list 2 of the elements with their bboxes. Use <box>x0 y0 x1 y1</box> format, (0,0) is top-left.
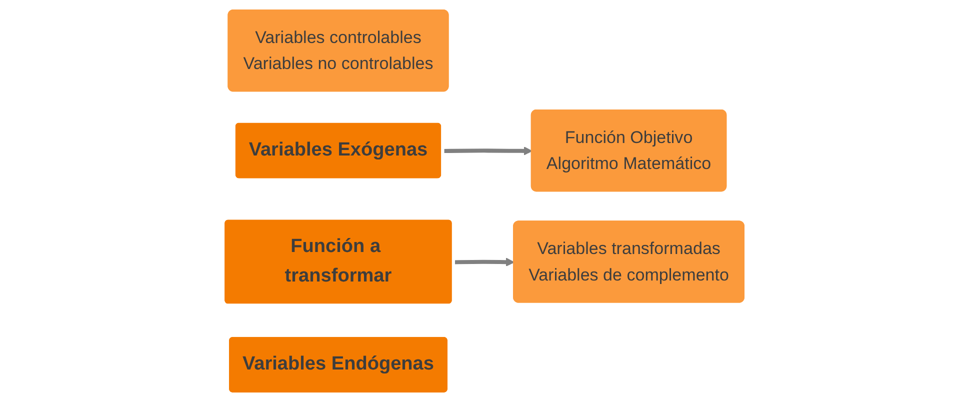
arrow <box>454 258 514 266</box>
arrow <box>443 146 532 156</box>
